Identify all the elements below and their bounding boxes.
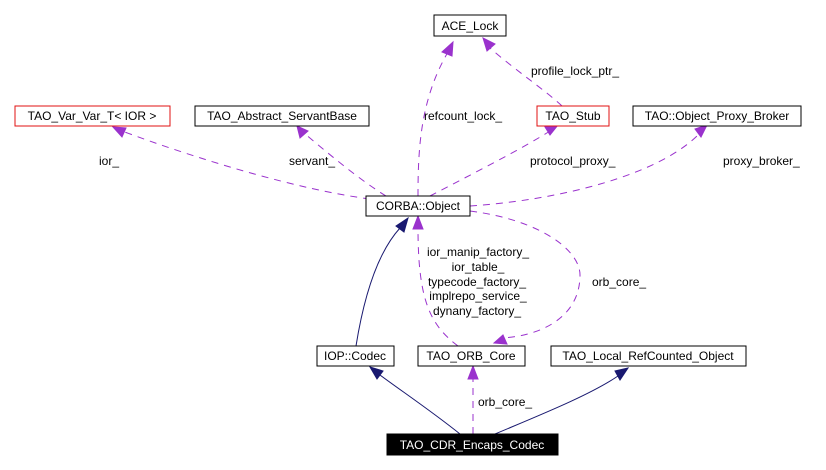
edge-label-ior: ior_ [99,154,119,168]
node-corba-object[interactable]: CORBA::Object [365,195,471,217]
edge-label-typecode-factory: typecode_factory_ [428,275,526,289]
node-label: TAO_Local_RefCounted_Object [562,349,734,363]
node-tao-stub[interactable]: TAO_Stub [536,105,610,127]
edge-proxy-broker [469,132,701,207]
edge-label-profile-lock-ptr: profile_lock_ptr_ [531,64,619,78]
arrowhead-proxy-broker [694,124,708,138]
node-label: TAO_Stub [545,109,600,123]
edge-orb-core-loop [469,210,581,339]
arrowhead-profile-lock-ptr [482,37,496,52]
edge-label-protocol-proxy: protocol_proxy_ [530,154,616,168]
edge-iop-codec-inherits-corba-object [355,227,401,347]
edge-label-refcount-lock: refcount_lock_ [424,109,502,123]
node-tao-object-proxy-broker[interactable]: TAO::Object_Proxy_Broker [632,105,802,127]
node-tao-cdr-encaps-codec[interactable]: TAO_CDR_Encaps_Codec [386,433,559,456]
node-tao-abstract-servantbase[interactable]: TAO_Abstract_ServantBase [194,105,370,127]
node-label: TAO_Abstract_ServantBase [207,109,357,123]
arrowhead-orb-core-members [412,214,424,230]
edge-label-dynany-factory: dynany_factory_ [433,304,521,318]
edge-protocol-proxy [429,130,551,197]
node-tao-orb-core[interactable]: TAO_ORB_Core [417,345,526,367]
node-label: ACE_Lock [442,19,500,33]
node-label: IOP::Codec [324,349,386,363]
node-tao-local-refcounted-object[interactable]: TAO_Local_RefCounted_Object [550,345,747,367]
edge-encaps-inherits-local-refcounted [494,375,619,435]
arrowhead-iop-codec-inherits [395,216,409,233]
edge-label-implrepo-service: implrepo_service_ [429,289,527,303]
node-label: TAO::Object_Proxy_Broker [645,109,790,123]
edge-orb-core-members [417,227,459,347]
arrowhead-refcount-lock [441,40,454,57]
edge-label-ior-manip-factory: ior_manip_factory_ [427,245,529,259]
arrowhead-ior [111,126,127,138]
arrowhead-servant [296,125,309,139]
edge-label-orb-core-loop: orb_core_ [592,275,646,289]
arrowhead-encaps-inherits-local-refcounted [614,367,630,381]
edge-refcount-lock [417,51,449,197]
edge-label-servant: servant_ [289,154,335,168]
node-ace-lock[interactable]: ACE_Lock [433,14,507,37]
arrowhead-orb-core-bottom [467,364,479,380]
edge-label-ior-table: ior_table_ [452,260,505,274]
node-label: TAO_Var_Var_T< IOR > [28,109,157,123]
node-tao-var-var-t[interactable]: TAO_Var_Var_T< IOR > [14,105,171,127]
edge-label-orb-core-bottom: orb_core_ [478,395,532,409]
arrowhead-orb-core-loop [492,334,508,345]
edge-profile-lock-ptr [489,47,563,107]
edge-servant [303,132,387,197]
edge-label-proxy-broker: proxy_broker_ [723,154,800,168]
node-label: CORBA::Object [376,199,461,213]
edge-ior [121,130,371,200]
edge-encaps-inherits-iop-codec [379,374,461,435]
node-label: TAO_CDR_Encaps_Codec [400,438,545,452]
arrowhead-encaps-inherits-iop-codec [368,366,384,380]
node-label: TAO_ORB_Core [426,349,515,363]
node-iop-codec[interactable]: IOP::Codec [316,345,395,367]
